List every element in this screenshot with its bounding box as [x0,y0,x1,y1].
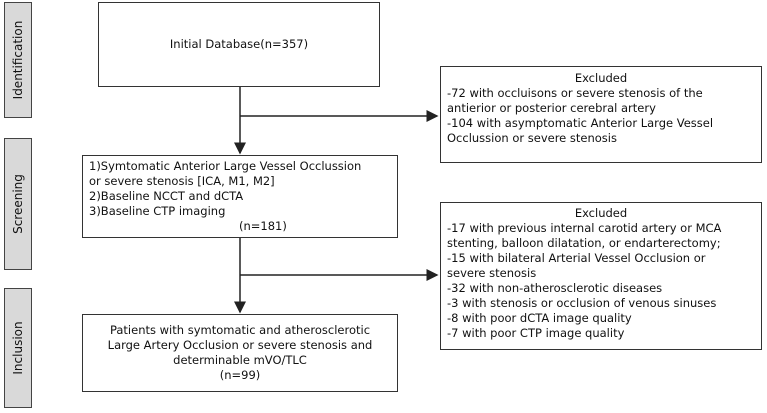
excluded-1-line: antierior or posterior cerebral artery [447,101,656,115]
stage-label-inclusion: Inclusion [4,288,32,408]
stage-label-screening: Screening [4,138,32,270]
initial-database-box: Initial Database(n=357) [98,2,380,87]
stage-label-identification: Identification [4,2,32,118]
excluded-box-1: Excluded -72 with occluisons or severe s… [440,66,762,163]
excluded-1-line: -72 with occluisons or severe stenosis o… [447,86,703,100]
excluded-2-line: severe stenosis [447,266,537,280]
excluded-2-line: -17 with previous internal carotid arter… [447,221,722,235]
excluded-2-line: stenting, balloon dilatation, or endarte… [447,236,721,250]
excluded-2-title: Excluded [574,206,628,220]
screening-criteria-box: 1)Symtomatic Anterior Large Vessel Occlu… [82,155,398,238]
excluded-box-2: Excluded -17 with previous internal caro… [440,202,762,350]
excluded-2-line: -3 with stenosis or occlusion of venous … [447,296,717,310]
initial-database-text: Initial Database(n=357) [169,37,309,51]
screening-line: 1)Symtomatic Anterior Large Vessel Occlu… [89,159,362,173]
excluded-1-line: -104 with asymptomatic Anterior Large Ve… [447,116,714,130]
included-patients-box: Patients with symtomatic and atheroscler… [82,314,398,392]
screening-line: 2)Baseline NCCT and dCTA [89,189,244,203]
screening-count: (n=181) [239,219,287,233]
included-count: (n=99) [219,368,261,382]
excluded-2-line: -7 with poor CTP image quality [447,326,625,340]
included-line: Large Artery Occlusion or severe stenosi… [107,338,373,352]
excluded-2-line: -8 with poor dCTA image quality [447,311,632,325]
screening-line: or severe stenosis [ICA, M1, M2] [89,174,275,188]
excluded-1-line: Occlussion or severe stenosis [447,131,617,145]
excluded-2-line: -15 with bilateral Arterial Vessel Occlu… [447,251,706,265]
included-line: determinable mVO/TLC [173,353,307,367]
screening-line: 3)Baseline CTP imaging [89,204,226,218]
included-line: Patients with symtomatic and atheroscler… [109,323,371,337]
excluded-1-title: Excluded [574,71,628,85]
excluded-2-line: -32 with non-atherosclerotic diseases [447,281,663,295]
